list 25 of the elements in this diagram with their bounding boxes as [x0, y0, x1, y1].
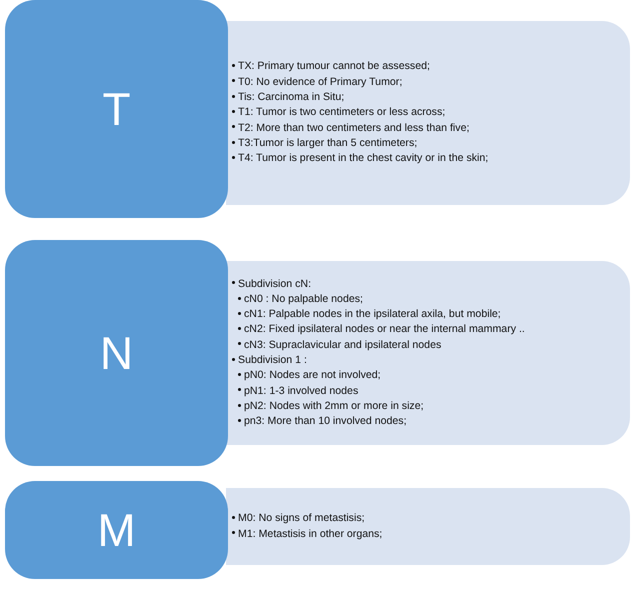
- list-item: pN1: 1-3 involved nodes: [238, 384, 358, 399]
- list-item: T3:Tumor is larger than 5 centimeters;: [232, 136, 418, 152]
- list-item: cN0 : No palpable nodes;: [238, 292, 363, 308]
- category-tile: T: [5, 0, 228, 218]
- list-item: cN2: Fixed ipsilateral nodes or near the internal mammary ..: [238, 322, 525, 338]
- list-item: T4: Tumor is present in the chest cavity or in the skin;: [232, 151, 488, 167]
- list-item: pN0: Nodes are not involved;: [238, 368, 381, 384]
- text-panel: [226, 21, 630, 205]
- list-item: T2: More than two centimeters and less than five;: [232, 120, 470, 136]
- list-item: T1: Tumor is two centimeters or less across;: [232, 105, 446, 121]
- list-item: TX: Primary tumour cannot be assessed;: [232, 59, 430, 75]
- category-tile: M: [5, 481, 228, 579]
- list-item: cN3: Supraclavicular and ipsilateral nodes: [238, 338, 442, 353]
- list-item: cN1: Palpable nodes in the ipsilateral axila, but mobile;: [238, 307, 501, 322]
- text-panel: [226, 488, 630, 565]
- list-item: T0: No evidence of Primary Tumor;: [232, 74, 402, 90]
- list-item: M1: Metastisis in other organs;: [232, 526, 382, 542]
- list-item: M0: No signs of metastisis;: [232, 511, 365, 526]
- text-panel: [226, 261, 630, 445]
- list-item: Tis: Carcinoma in Situ;: [232, 90, 344, 106]
- list-item: Subdivision cN:: [232, 276, 312, 292]
- category-tile: N: [5, 240, 228, 466]
- list-item: pn3: More than 10 involved nodes;: [238, 414, 407, 430]
- list-item: pN2: Nodes with 2mm or more in size;: [238, 398, 424, 414]
- list-item: Subdivision 1 :: [232, 353, 307, 368]
